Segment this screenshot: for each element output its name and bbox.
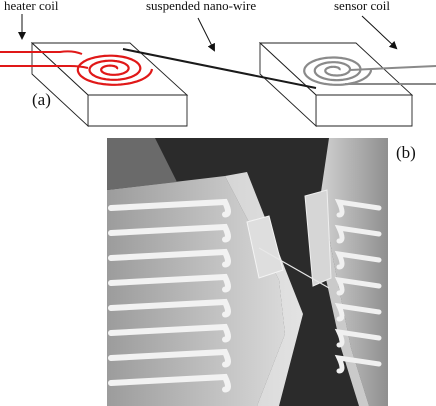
panel-a-label: (a) xyxy=(32,90,51,109)
serpentine-trace xyxy=(108,298,231,318)
sensor-coil-label: sensor coil xyxy=(334,0,390,13)
schematic-diagram xyxy=(0,14,436,128)
serpentine-trace xyxy=(108,223,231,243)
arrow-icon xyxy=(18,14,398,52)
serpentine-trace xyxy=(334,328,382,348)
sensor-coil xyxy=(303,56,373,86)
sensor-block xyxy=(258,41,414,128)
serpentine-trace xyxy=(334,250,382,270)
serpentine-trace xyxy=(108,373,231,393)
nano-wire-label: suspended nano-wire xyxy=(146,0,257,13)
serpentine-trace xyxy=(108,348,231,368)
serpentine-trace xyxy=(108,198,231,218)
sensor-coil-leads xyxy=(345,65,436,85)
serpentine-trace xyxy=(334,198,382,218)
sem-micrograph xyxy=(107,138,388,406)
serpentine-trace xyxy=(108,273,231,293)
serpentine-trace xyxy=(334,354,382,374)
serpentine-trace xyxy=(334,302,382,322)
serpentine-trace xyxy=(334,276,382,296)
panel-b-label: (b) xyxy=(396,143,416,162)
serpentine-trace xyxy=(108,323,231,343)
sensor-membrane xyxy=(304,138,388,406)
serpentine-trace xyxy=(108,248,231,268)
heater-coil xyxy=(76,54,154,86)
nano-wire-sem xyxy=(258,247,330,289)
nano-wire xyxy=(122,48,317,89)
heater-membrane xyxy=(107,138,303,406)
serpentine-trace xyxy=(334,224,382,244)
heater-block xyxy=(30,41,189,128)
heater-coil-label: heater coil xyxy=(4,0,59,13)
